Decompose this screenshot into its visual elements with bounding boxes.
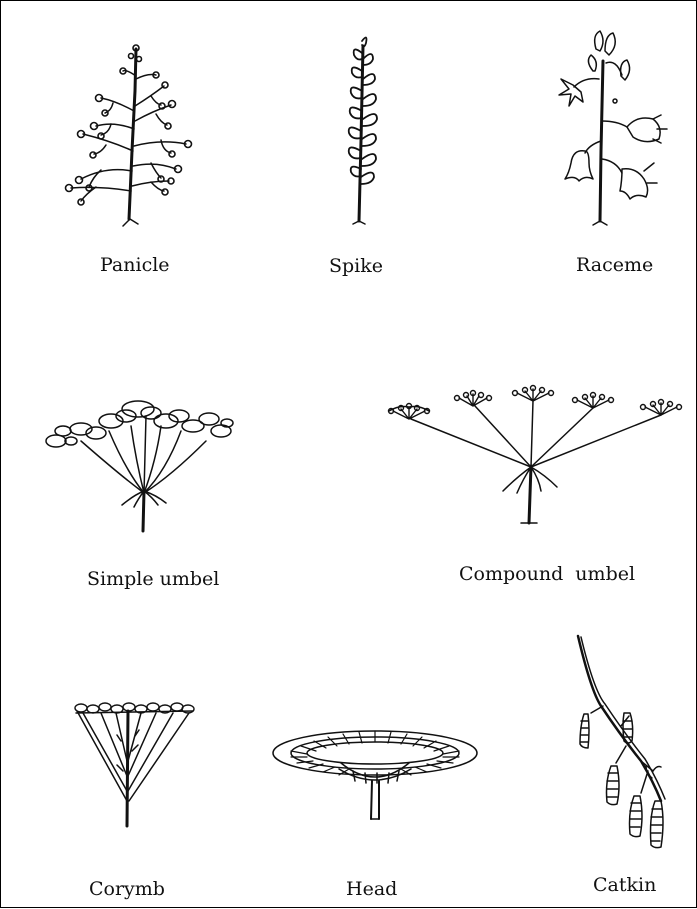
label-simple-umbel: Simple umbel — [87, 568, 219, 590]
raceme-illustration — [559, 31, 667, 225]
label-corymb: Corymb — [89, 878, 165, 900]
label-spike: Spike — [329, 255, 383, 277]
label-panicle: Panicle — [100, 254, 170, 276]
label-head: Head — [346, 878, 397, 900]
panicle-illustration — [66, 45, 192, 226]
label-compound-umbel: Compound umbel — [459, 563, 635, 585]
compound-umbel-illustration — [389, 386, 682, 524]
simple-umbel-illustration — [46, 401, 233, 531]
label-catkin: Catkin — [593, 874, 656, 896]
catkin-illustration — [578, 636, 665, 848]
spike-illustration — [349, 37, 377, 224]
head-illustration — [273, 731, 477, 819]
label-raceme: Raceme — [576, 254, 653, 276]
corymb-illustration — [75, 703, 194, 826]
